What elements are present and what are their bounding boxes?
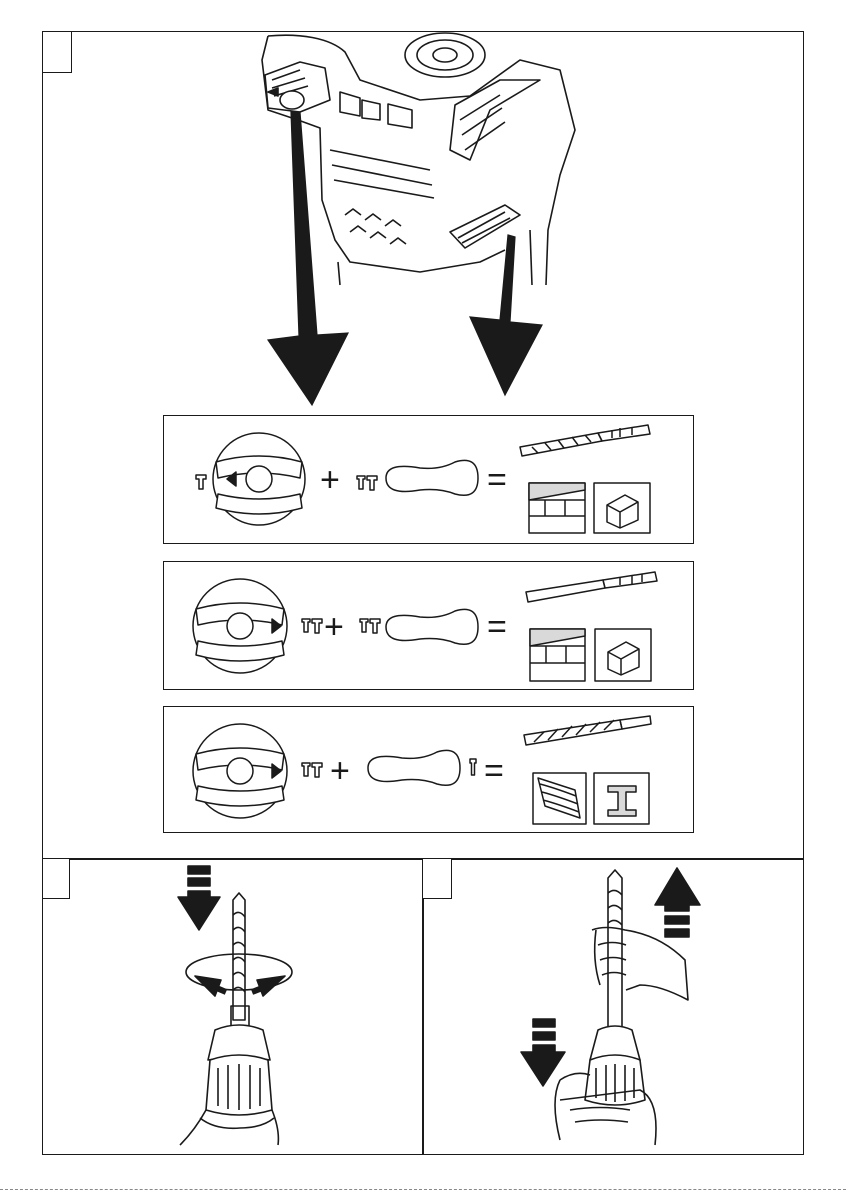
up-arrow-icon [655,868,700,937]
down-arrow-icon [521,1019,565,1086]
page-bottom-rule [0,1189,846,1190]
